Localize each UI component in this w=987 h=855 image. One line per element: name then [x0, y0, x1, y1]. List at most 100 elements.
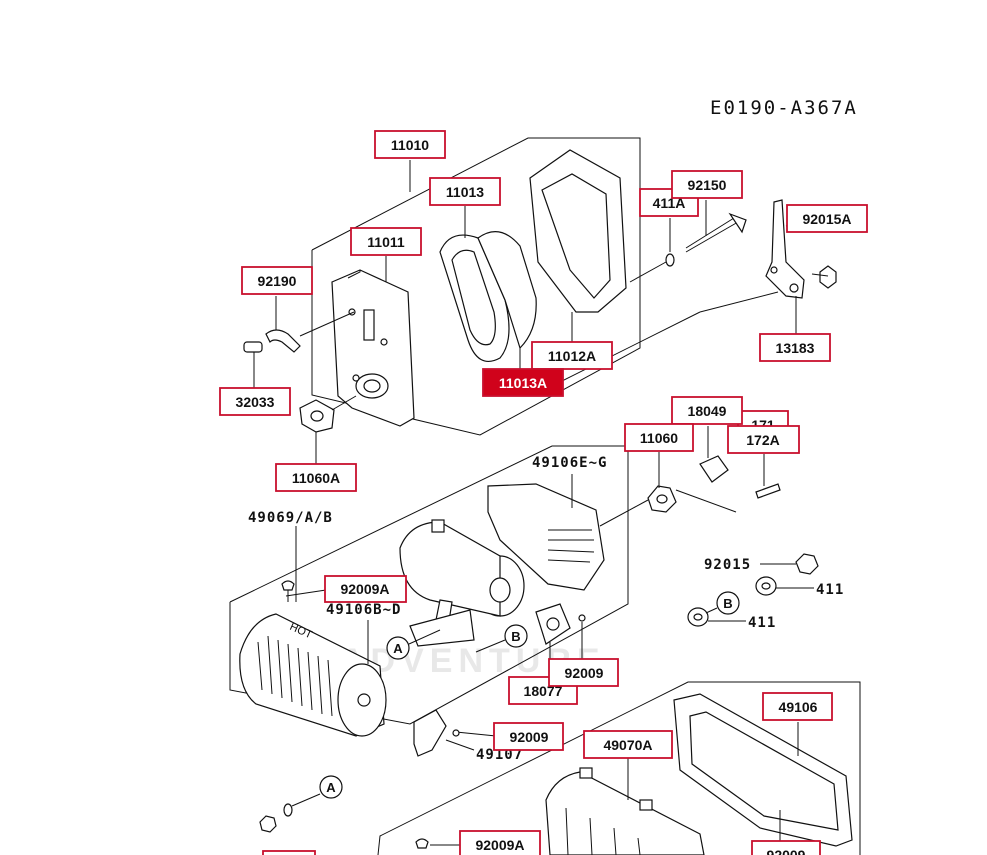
label-49106e-g: 49106E~G [532, 455, 607, 471]
callout-49070a[interactable]: 49070A [583, 730, 673, 759]
leader-rod2 [699, 291, 779, 313]
stud-part [755, 483, 781, 499]
leader-ref-a2 [291, 793, 321, 807]
clamp-part [243, 341, 263, 353]
callout-92009a-2[interactable]: 92009A [459, 830, 541, 855]
outlet-flange-hole [546, 617, 560, 631]
lower-cover-inner [689, 711, 839, 831]
base-hole [352, 374, 360, 382]
callout-49106[interactable]: 49106 [762, 692, 833, 721]
lower-group [259, 681, 861, 855]
label-411-b: 411 [748, 615, 776, 631]
callout-92009a-1[interactable]: 92009A [324, 575, 407, 603]
svg-text:172A: 172A [746, 432, 779, 448]
bolt-shaft [685, 221, 739, 253]
wing-head [728, 212, 747, 234]
heat-shield-part [487, 483, 605, 591]
base-port-inner [363, 379, 381, 393]
callout-92009-1[interactable]: 92009 [548, 658, 619, 687]
base-edge [347, 270, 361, 279]
callout-11060a[interactable]: 11060A [275, 463, 357, 492]
svg-text:92009: 92009 [767, 847, 806, 855]
leader-rod [539, 311, 701, 393]
callout-11012a[interactable]: 11012A [531, 341, 613, 370]
lower-spring-washer [283, 803, 293, 817]
svg-text:11012A: 11012A [548, 348, 596, 364]
diagram-code: E0190-A367A [710, 97, 858, 119]
svg-text:11013A: 11013A [499, 375, 547, 391]
callout-partial-bottom-left[interactable] [262, 850, 316, 855]
leader-nut [811, 273, 829, 277]
svg-text:32033: 32033 [236, 394, 275, 410]
screw-part [281, 580, 295, 591]
svg-text:411A: 411A [653, 195, 686, 211]
callout-11013[interactable]: 11013 [429, 177, 501, 206]
lower-shield-tab [579, 767, 593, 779]
callout-92009-3[interactable]: 92009 [751, 840, 821, 855]
svg-text:92190: 92190 [258, 273, 297, 289]
callout-92150[interactable]: 92150 [671, 170, 743, 199]
air-cleaner-group-frame [311, 137, 641, 436]
lower-shield-ribs [565, 807, 641, 855]
leader-92009-2 [455, 731, 497, 737]
leader-stud-link [675, 489, 737, 513]
outlet-screw [578, 614, 586, 622]
exhaust-gasket-hole [656, 494, 668, 504]
callout-92015a[interactable]: 92015A [786, 204, 868, 233]
pipe-leader [299, 311, 355, 337]
svg-text:92015A: 92015A [802, 211, 851, 227]
flange-nut-part [795, 553, 819, 575]
callout-11011[interactable]: 11011 [350, 227, 422, 256]
lower-nut-part [259, 815, 277, 833]
svg-text:11060: 11060 [640, 430, 678, 446]
base-slot-part [363, 309, 375, 341]
callout-11060[interactable]: 11060 [624, 423, 694, 452]
svg-text:11011: 11011 [367, 234, 405, 250]
filter-element-inner [451, 249, 496, 346]
muffler-body-part [399, 521, 501, 617]
svg-text:92150: 92150 [688, 177, 727, 193]
callout-13183[interactable]: 13183 [759, 333, 831, 362]
bracket-part [765, 199, 805, 299]
muffler-tab [431, 519, 445, 533]
callout-11010[interactable]: 11010 [374, 130, 446, 159]
callout-172a[interactable]: 172A [727, 425, 800, 454]
pipe-part [265, 329, 301, 353]
gasket-leader [331, 395, 357, 411]
svg-text:92009: 92009 [565, 665, 604, 681]
muffler-bracket-part [409, 609, 475, 647]
label-49107: 49107 [476, 747, 523, 763]
svg-text:11013: 11013 [446, 184, 484, 200]
outer-shield-hole [357, 693, 371, 707]
svg-text:B: B [511, 629, 520, 644]
callout-11013a-highlighted[interactable]: 11013A [482, 368, 564, 397]
svg-text:92009A: 92009A [475, 837, 524, 853]
muffler-outlet [489, 577, 511, 603]
callout-32033[interactable]: 32033 [219, 387, 291, 416]
pre-cleaner-part [477, 231, 537, 350]
svg-text:18077: 18077 [524, 683, 563, 699]
callout-92009-2[interactable]: 92009 [493, 722, 564, 751]
ref-marker-a-1: A [386, 629, 441, 660]
outer-shield-group: HOT [239, 613, 497, 757]
washer-411-b-hole [693, 613, 703, 621]
svg-text:92009A: 92009A [340, 581, 389, 597]
callout-18049[interactable]: 18049 [671, 396, 743, 425]
muffler-group-frame [229, 445, 629, 725]
svg-text:13183: 13183 [776, 340, 815, 356]
lower-screw-part [415, 838, 429, 849]
label-49106b-d: 49106B~D [326, 602, 401, 618]
base-hole [380, 338, 388, 346]
svg-text:B: B [723, 596, 732, 611]
nut-part [819, 265, 837, 289]
outer-shield-slots [257, 635, 333, 717]
lower-shield-part [545, 771, 705, 855]
bracket-hole [770, 266, 778, 274]
svg-text:11010: 11010 [391, 137, 429, 153]
label-92015: 92015 [704, 557, 751, 573]
svg-text:92009: 92009 [510, 729, 549, 745]
lower-group-frame [377, 681, 861, 855]
air-cleaner-group [243, 137, 837, 464]
callout-92190[interactable]: 92190 [241, 266, 313, 295]
label-49069: 49069/A/B [248, 510, 333, 526]
